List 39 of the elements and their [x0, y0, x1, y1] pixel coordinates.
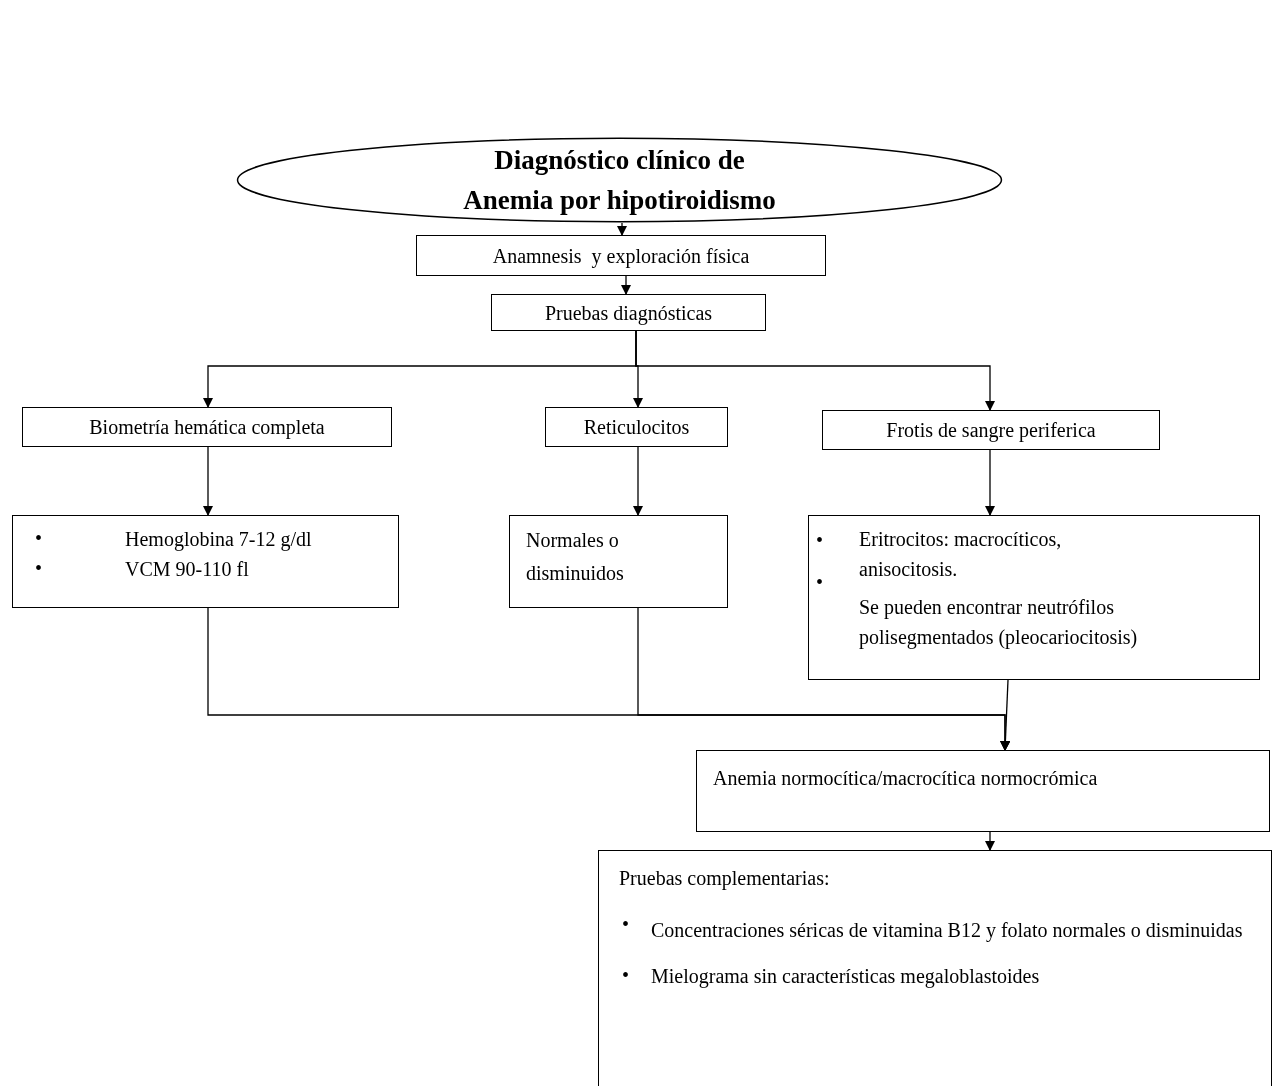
- arrow: [617, 222, 627, 236]
- step-text: Frotis de sangre periferica: [886, 418, 1096, 444]
- process-box: [696, 750, 1270, 832]
- process-box: [545, 407, 728, 447]
- step-text: Anamnesis y exploración física: [492, 243, 750, 270]
- arrow: [635, 330, 995, 411]
- process-box: [822, 410, 1160, 450]
- bullet-text: Mielograma sin características megaloblastoides: [651, 964, 1041, 989]
- bullet-marker: •: [622, 963, 629, 988]
- step-text: Reticulocitos: [583, 415, 690, 440]
- bullet-marker: •: [622, 912, 629, 937]
- title-text: Diagnóstico clínico de Anemia por hipotiroidismo: [462, 144, 777, 217]
- arrow: [633, 446, 643, 516]
- process-box: [12, 515, 399, 608]
- bullet-marker: •: [816, 570, 823, 595]
- process-box: [598, 850, 1272, 1086]
- bullet-marker: •: [816, 528, 823, 553]
- heading-text: Pruebas complementarias:: [619, 866, 831, 892]
- bullet-text: Concentraciones séricas de vitamina B12 y folato normales o disminuidas: [651, 918, 1243, 943]
- bullet-text: Eritrocitos: macrocíticos, anisocitosis.: [859, 527, 1063, 582]
- arrow: [1000, 679, 1011, 751]
- process-box: [22, 407, 392, 447]
- bullet-text: Se pueden encontrar neutrófilos polisegmentados (pleocariocitosis): [859, 595, 1139, 651]
- process-box: [491, 294, 766, 331]
- bullet-marker: •: [35, 556, 42, 581]
- result-text: Anemia normocítica/macrocítica normocrómica: [713, 766, 1099, 791]
- arrow: [621, 275, 631, 295]
- process-box: [808, 515, 1260, 680]
- step-text: Biometría hemática completa: [89, 415, 325, 441]
- process-box: [509, 515, 728, 608]
- arrow: [985, 449, 995, 516]
- process-box: [416, 235, 826, 276]
- step-text: Pruebas diagnósticas: [544, 300, 713, 327]
- result-text: Normales o disminuidos: [526, 528, 625, 586]
- arrow: [203, 446, 213, 516]
- arrow: [985, 831, 995, 851]
- bullet-text: VCM 90-110 fl: [125, 557, 250, 582]
- bullet-text: Hemoglobina 7-12 g/dl: [125, 527, 313, 553]
- bullet-marker: •: [35, 526, 42, 551]
